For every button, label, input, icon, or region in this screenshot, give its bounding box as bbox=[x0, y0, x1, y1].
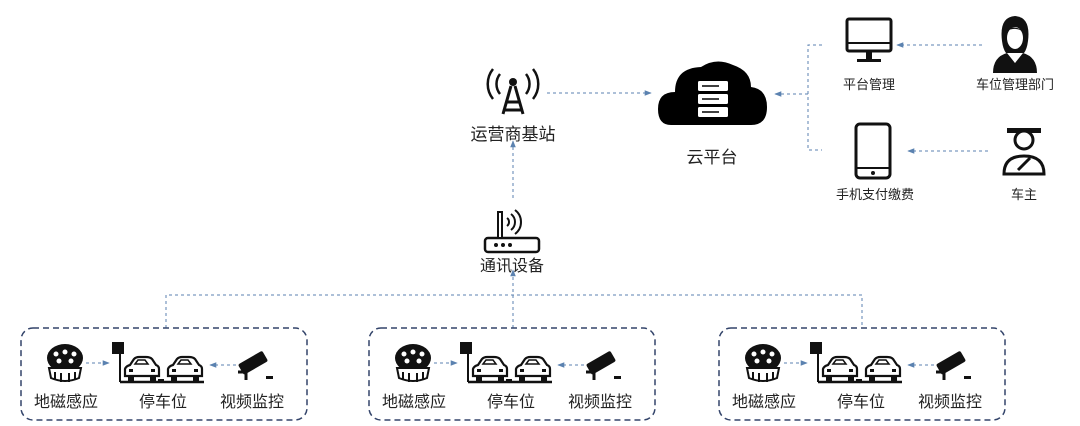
platform-mgmt-label: 平台管理 bbox=[842, 78, 896, 93]
link-bracket-to-cloud bbox=[807, 44, 822, 151]
parking-group-1 bbox=[20, 327, 308, 421]
link-bus bbox=[165, 294, 863, 328]
parking-label: 停车位 bbox=[138, 392, 188, 411]
sensor-label: 地磁感应 bbox=[33, 392, 99, 411]
connectors bbox=[165, 42, 988, 328]
driver-icon bbox=[1002, 128, 1046, 176]
monitor-icon bbox=[845, 17, 893, 62]
camera-label: 视频监控 bbox=[567, 392, 633, 411]
group-box bbox=[718, 327, 1006, 421]
router-icon bbox=[483, 209, 541, 254]
camera-label: 视频监控 bbox=[219, 392, 285, 411]
camera-label: 视频监控 bbox=[917, 392, 983, 411]
cloud-platform-label: 云平台 bbox=[686, 148, 738, 168]
parking-group-2 bbox=[368, 327, 656, 421]
magnetic-sensor-icon bbox=[395, 344, 431, 382]
group-box bbox=[368, 327, 656, 421]
sensor-label: 地磁感应 bbox=[381, 392, 447, 411]
sensor-label: 地磁感应 bbox=[731, 392, 797, 411]
comm-device-label: 通讯设备 bbox=[479, 256, 545, 275]
group-box bbox=[20, 327, 308, 421]
base-station-label: 运营商基站 bbox=[470, 125, 556, 145]
parking-group-3 bbox=[718, 327, 1006, 421]
parking-cars-icon bbox=[460, 342, 552, 384]
parking-cars-icon bbox=[810, 342, 902, 384]
smartphone-icon bbox=[854, 122, 892, 180]
parking-dept-label: 车位管理部门 bbox=[975, 78, 1055, 93]
cloud-server-icon bbox=[658, 61, 767, 125]
magnetic-sensor-icon bbox=[745, 344, 781, 382]
woman-staff-icon bbox=[993, 16, 1037, 73]
cctv-camera-icon bbox=[238, 351, 273, 380]
antenna-tower-icon bbox=[486, 68, 540, 115]
magnetic-sensor-icon bbox=[47, 344, 83, 382]
car-owner-label: 车主 bbox=[1010, 188, 1038, 203]
parking-label: 停车位 bbox=[836, 392, 886, 411]
parking-label: 停车位 bbox=[486, 392, 536, 411]
cctv-camera-icon bbox=[586, 351, 621, 380]
cctv-camera-icon bbox=[936, 351, 971, 380]
mobile-pay-label: 手机支付缴费 bbox=[835, 188, 915, 203]
parking-cars-icon bbox=[112, 342, 204, 384]
